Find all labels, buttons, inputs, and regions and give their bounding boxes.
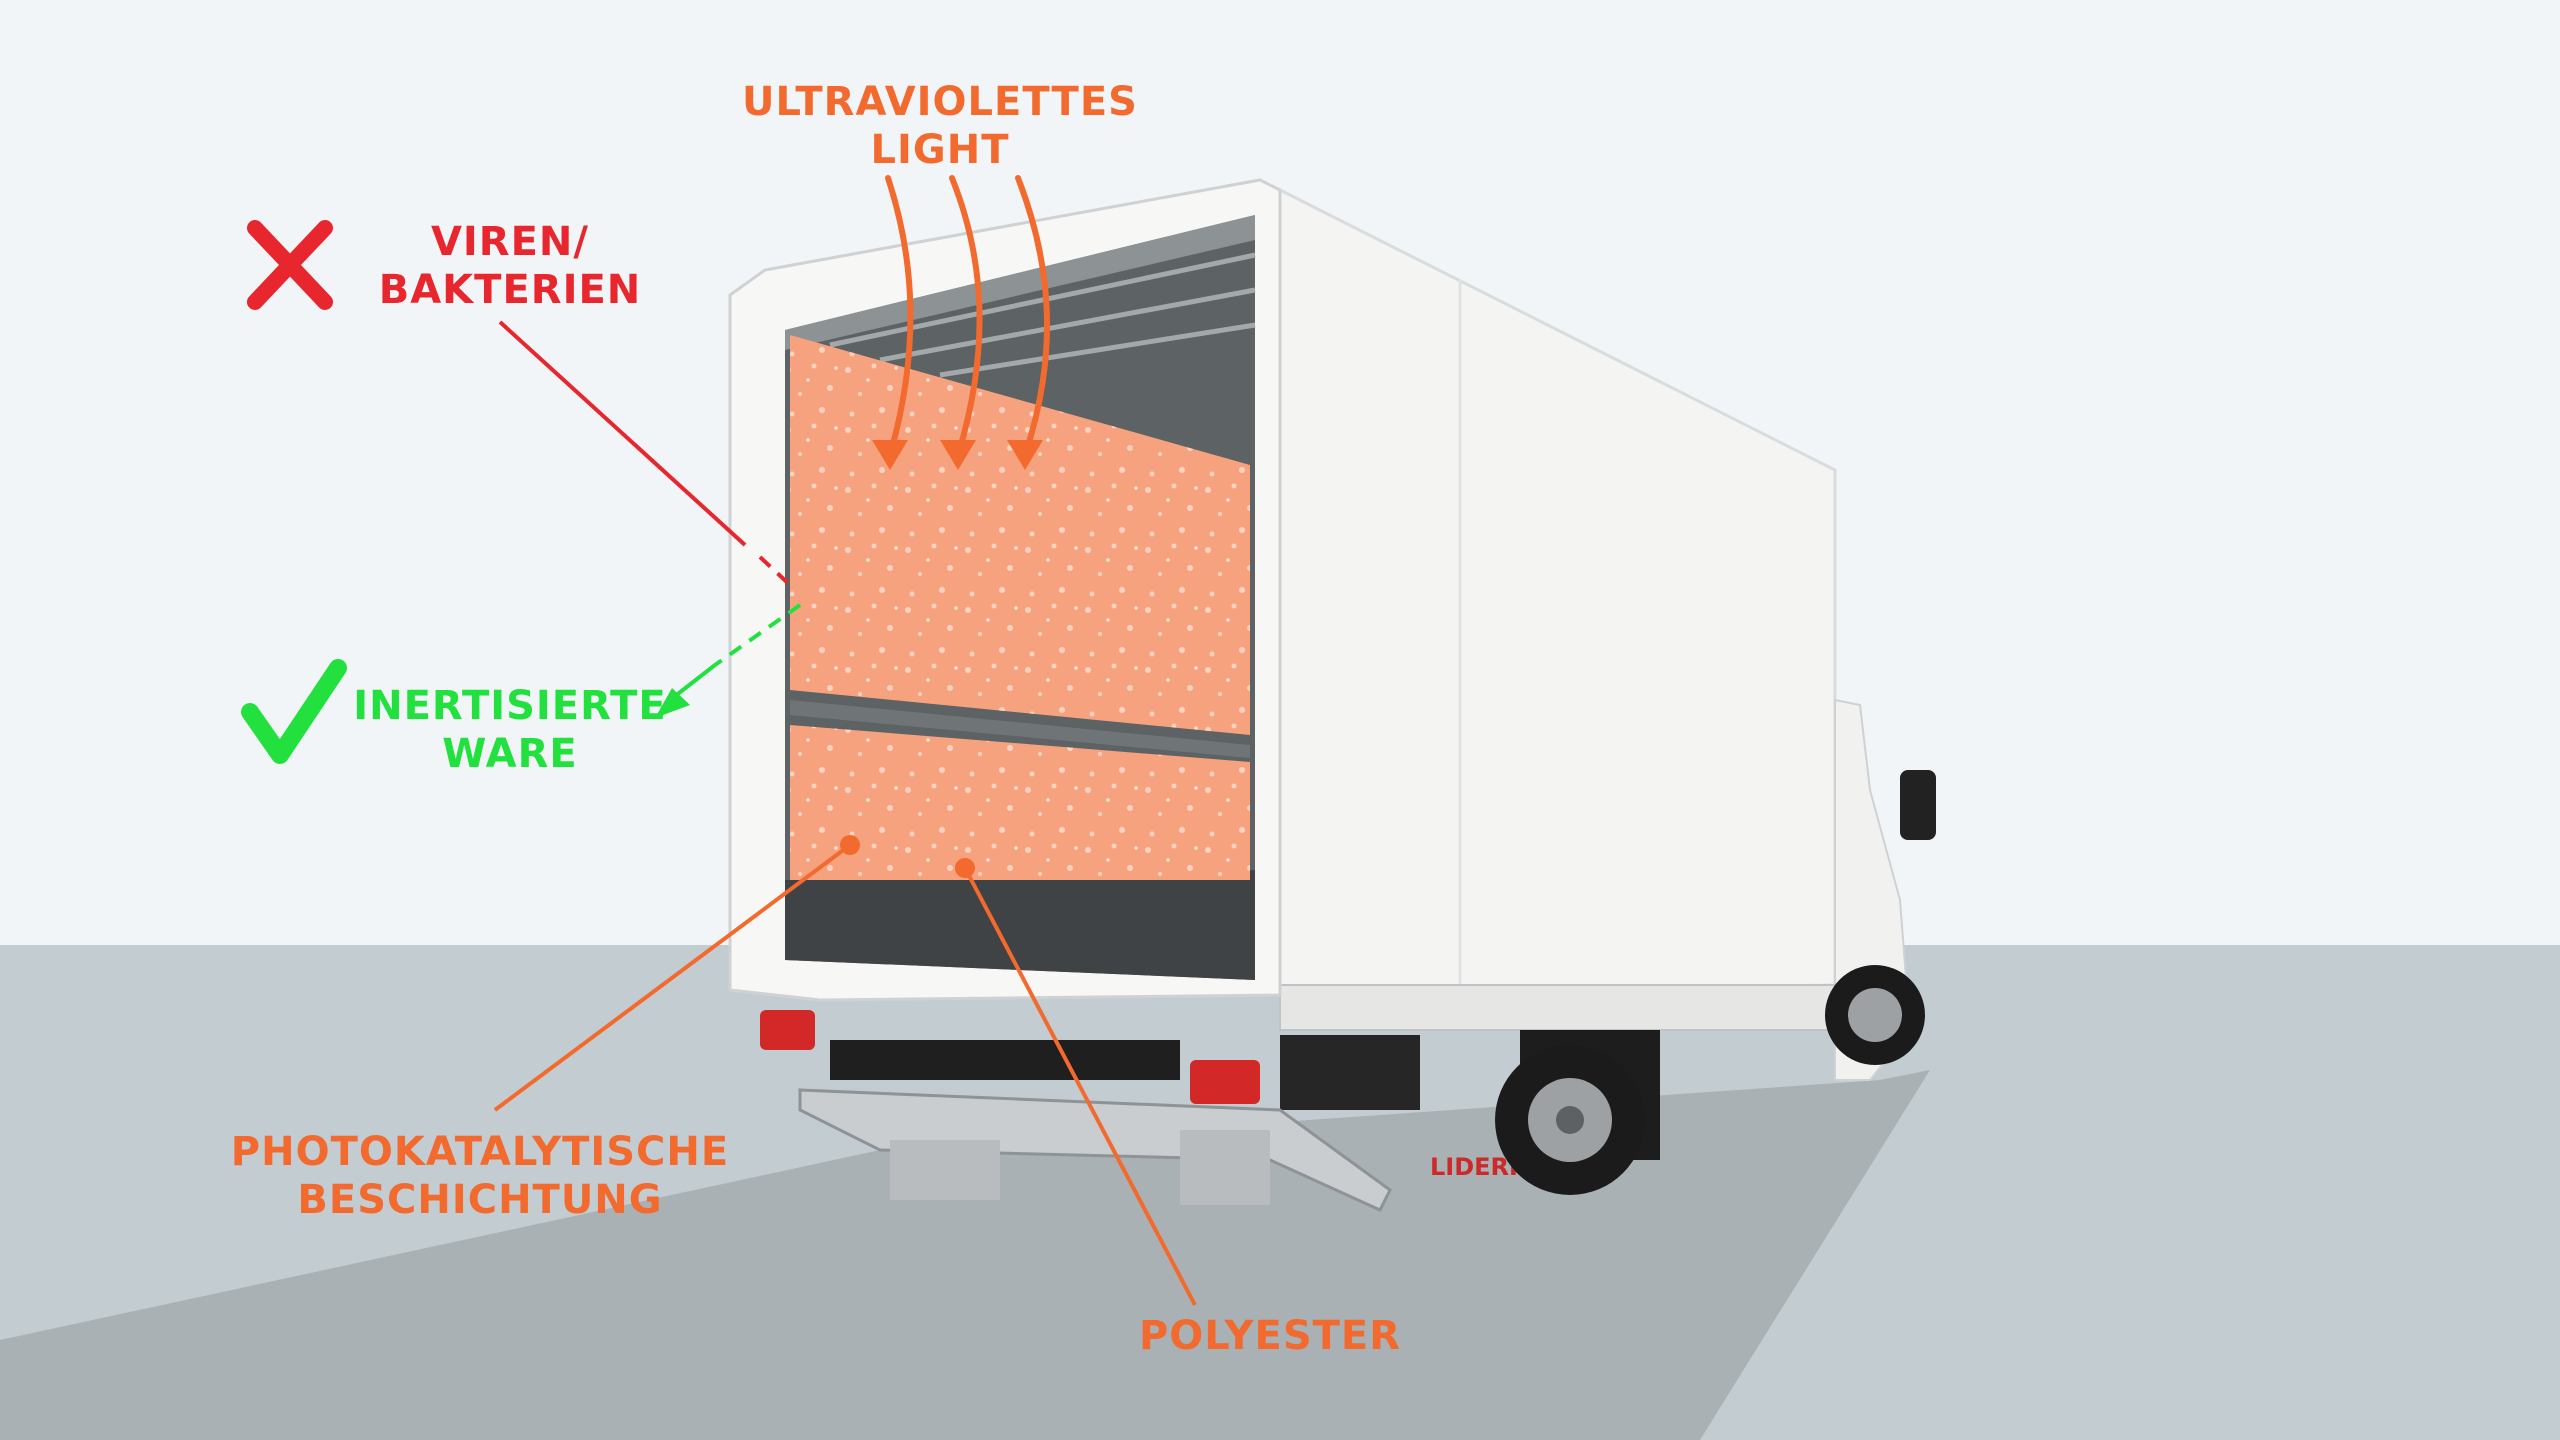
polyester-label-line1: POLYESTER — [1138, 1313, 1402, 1359]
photocatalytic-label: PHOTOKATALYTISCHE BESCHICHTUNG — [200, 1128, 760, 1224]
polyester-leader-line — [955, 858, 1197, 1306]
polyester-label: POLYESTER — [1100, 1312, 1440, 1360]
front-wheel — [1825, 965, 1925, 1065]
tail-lift — [798, 1088, 1392, 1212]
uv-arrows — [885, 175, 1051, 458]
inertized-label-line2: WARE — [442, 731, 578, 777]
uv-arrowheads — [872, 440, 1043, 470]
road-shadow — [0, 1070, 1930, 1440]
check-mark-icon — [241, 659, 347, 764]
photocatalytic-label-line1: PHOTOKATALYTISCHE — [230, 1129, 730, 1175]
photocatalytic-label-line2: BESCHICHTUNG — [297, 1177, 663, 1223]
uv-light-label-line2: LIGHT — [870, 127, 1010, 173]
viruses-label: VIREN/ BAKTERIEN — [330, 218, 690, 314]
tail-light-right — [1190, 1060, 1260, 1104]
tail-light-left — [760, 1010, 815, 1050]
inertized-label-line1: INERTISIERTE — [353, 683, 667, 729]
uv-light-label-line1: ULTRAVIOLETTES — [742, 79, 1138, 125]
uv-light-label: ULTRAVIOLETTES LIGHT — [700, 78, 1180, 174]
inertized-label: INERTISIERTE WARE — [320, 682, 700, 778]
cross-mark-icon — [247, 220, 333, 310]
wall-rail — [790, 700, 1250, 758]
virus-leader-line — [498, 320, 792, 587]
viruses-label-line1: VIREN/ — [430, 219, 590, 265]
rear-wheel — [1495, 1045, 1645, 1195]
photocatalytic-leader-line — [493, 835, 860, 1112]
viruses-label-line2: BAKTERIEN — [378, 267, 642, 313]
side-mirror — [1900, 770, 1936, 840]
inertized-leader-line — [655, 603, 802, 718]
